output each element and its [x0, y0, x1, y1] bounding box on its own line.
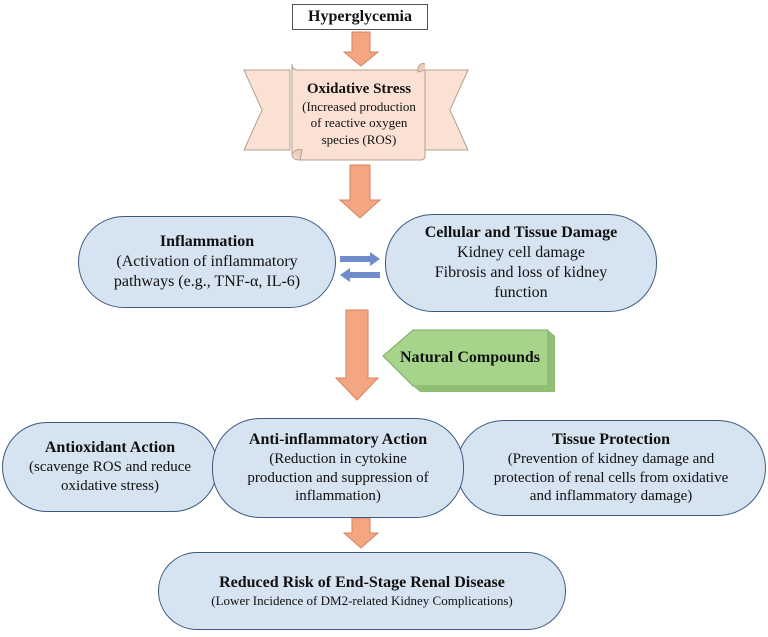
- oxidative-stress-box: Oxidative Stress (Increased production o…: [292, 72, 426, 156]
- hyperglycemia-box: Hyperglycemia: [292, 4, 428, 30]
- inflammation-box: Inflammation (Activation of inflammatory…: [78, 216, 336, 308]
- arrow-down-4: [342, 517, 380, 549]
- anti-inflammatory-box: Anti-inflammatory Action (Reduction in c…: [212, 418, 464, 518]
- tissue-protection-line: (Prevention of kidney damage and: [507, 450, 715, 467]
- outcome-box: Reduced Risk of End-Stage Renal Disease …: [158, 552, 566, 630]
- bidirectional-arrow: [340, 252, 380, 282]
- anti-inflammatory-line: production and suppression of: [247, 469, 429, 486]
- arrow-down-3: [334, 309, 380, 401]
- oxidative-stress-line: (Increased production: [302, 99, 416, 114]
- oxidative-stress-line: species (ROS): [321, 131, 397, 147]
- arrow-down-1: [342, 31, 380, 67]
- inflammation-line: pathways (e.g., TNF-α, IL-6): [113, 273, 301, 290]
- antioxidant-box: Antioxidant Action (scavenge ROS and red…: [2, 422, 218, 512]
- anti-inflammatory-title: Anti-inflammatory Action: [248, 430, 428, 448]
- tissue-protection-title: Tissue Protection: [551, 430, 671, 448]
- tissue-protection-line: protection of renal cells from oxidative: [493, 469, 729, 486]
- hyperglycemia-label: Hyperglycemia: [308, 8, 412, 25]
- antioxidant-line: oxidative stress): [61, 478, 159, 494]
- antioxidant-line: (scavenge ROS and reduce: [28, 459, 192, 476]
- cellular-damage-box: Cellular and Tissue Damage Kidney cell d…: [385, 214, 657, 312]
- antioxidant-title: Antioxidant Action: [44, 439, 176, 457]
- natural-compounds-label: Natural Compounds: [399, 349, 541, 366]
- natural-compounds-label-box: Natural Compounds: [392, 330, 548, 386]
- cellular-damage-title: Cellular and Tissue Damage: [424, 224, 618, 241]
- cellular-damage-line: Kidney cell damage: [457, 244, 585, 261]
- oxidative-stress-line: of reactive oxygen: [310, 115, 408, 131]
- outcome-title: Reduced Risk of End-Stage Renal Disease: [219, 573, 505, 591]
- anti-inflammatory-line: inflammation): [295, 488, 381, 505]
- cellular-damage-line: function: [494, 284, 548, 301]
- outcome-line: (Lower Incidence of DM2-related Kidney C…: [211, 592, 513, 608]
- inflammation-title: Inflammation: [159, 233, 255, 250]
- cellular-damage-line: Fibrosis and loss of kidney: [434, 264, 608, 281]
- natural-compounds-shape: [382, 329, 555, 392]
- arrow-down-2: [338, 164, 382, 219]
- oxidative-stress-title: Oxidative Stress: [306, 81, 412, 98]
- inflammation-line: (Activation of inflammatory: [116, 253, 298, 270]
- scroll-banner: [243, 63, 469, 161]
- tissue-protection-box: Tissue Protection (Prevention of kidney …: [456, 420, 766, 516]
- tissue-protection-line: and inflammatory damage): [529, 488, 693, 505]
- anti-inflammatory-line: (Reduction in cytokine: [269, 450, 407, 467]
